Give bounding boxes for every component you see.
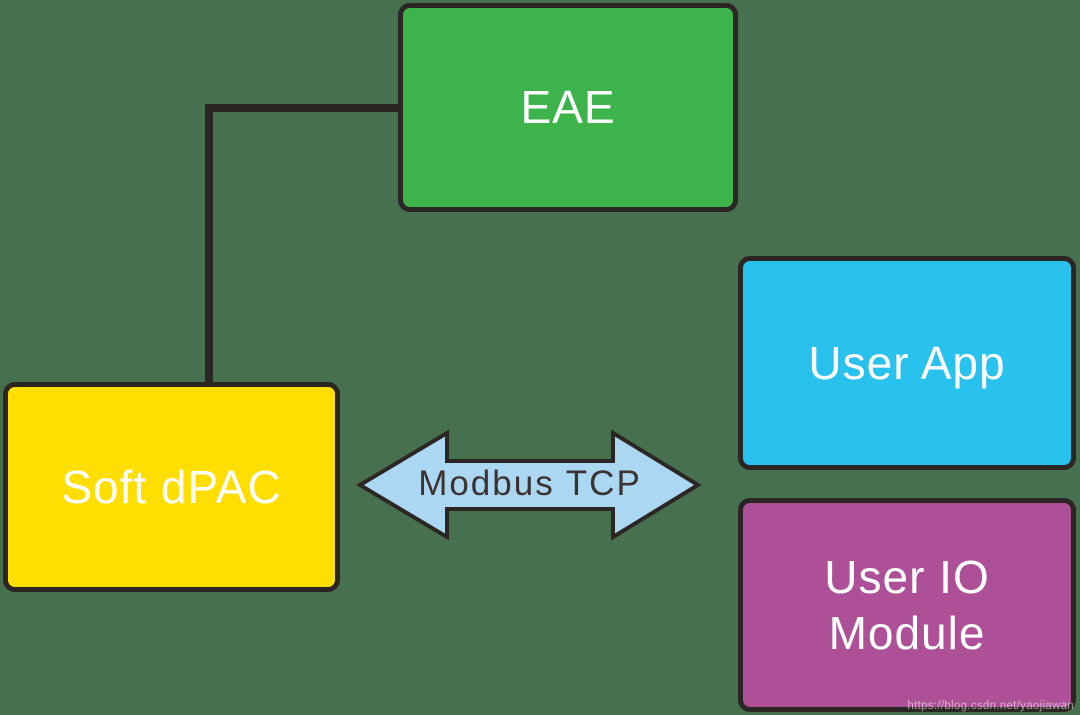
node-eae: EAE — [398, 3, 738, 212]
node-user-io-module: User IO Module — [738, 498, 1076, 712]
node-user-app-label: User App — [808, 336, 1006, 389]
node-soft-dpac: Soft dPAC — [3, 382, 340, 592]
modbus-arrow-label: Modbus TCP — [418, 464, 642, 503]
watermark-url: https://blog.csdn.net/yaojiawan — [907, 700, 1074, 712]
connector-eae-softdpac-vertical — [205, 104, 213, 385]
node-soft-dpac-label: Soft dPAC — [61, 460, 282, 513]
node-user-io-module-label: User IO Module — [824, 550, 990, 659]
connector-eae-softdpac-horizontal — [205, 104, 398, 112]
node-eae-label: EAE — [520, 81, 616, 134]
modbus-double-arrow-icon — [356, 429, 702, 541]
node-user-app: User App — [738, 256, 1076, 470]
